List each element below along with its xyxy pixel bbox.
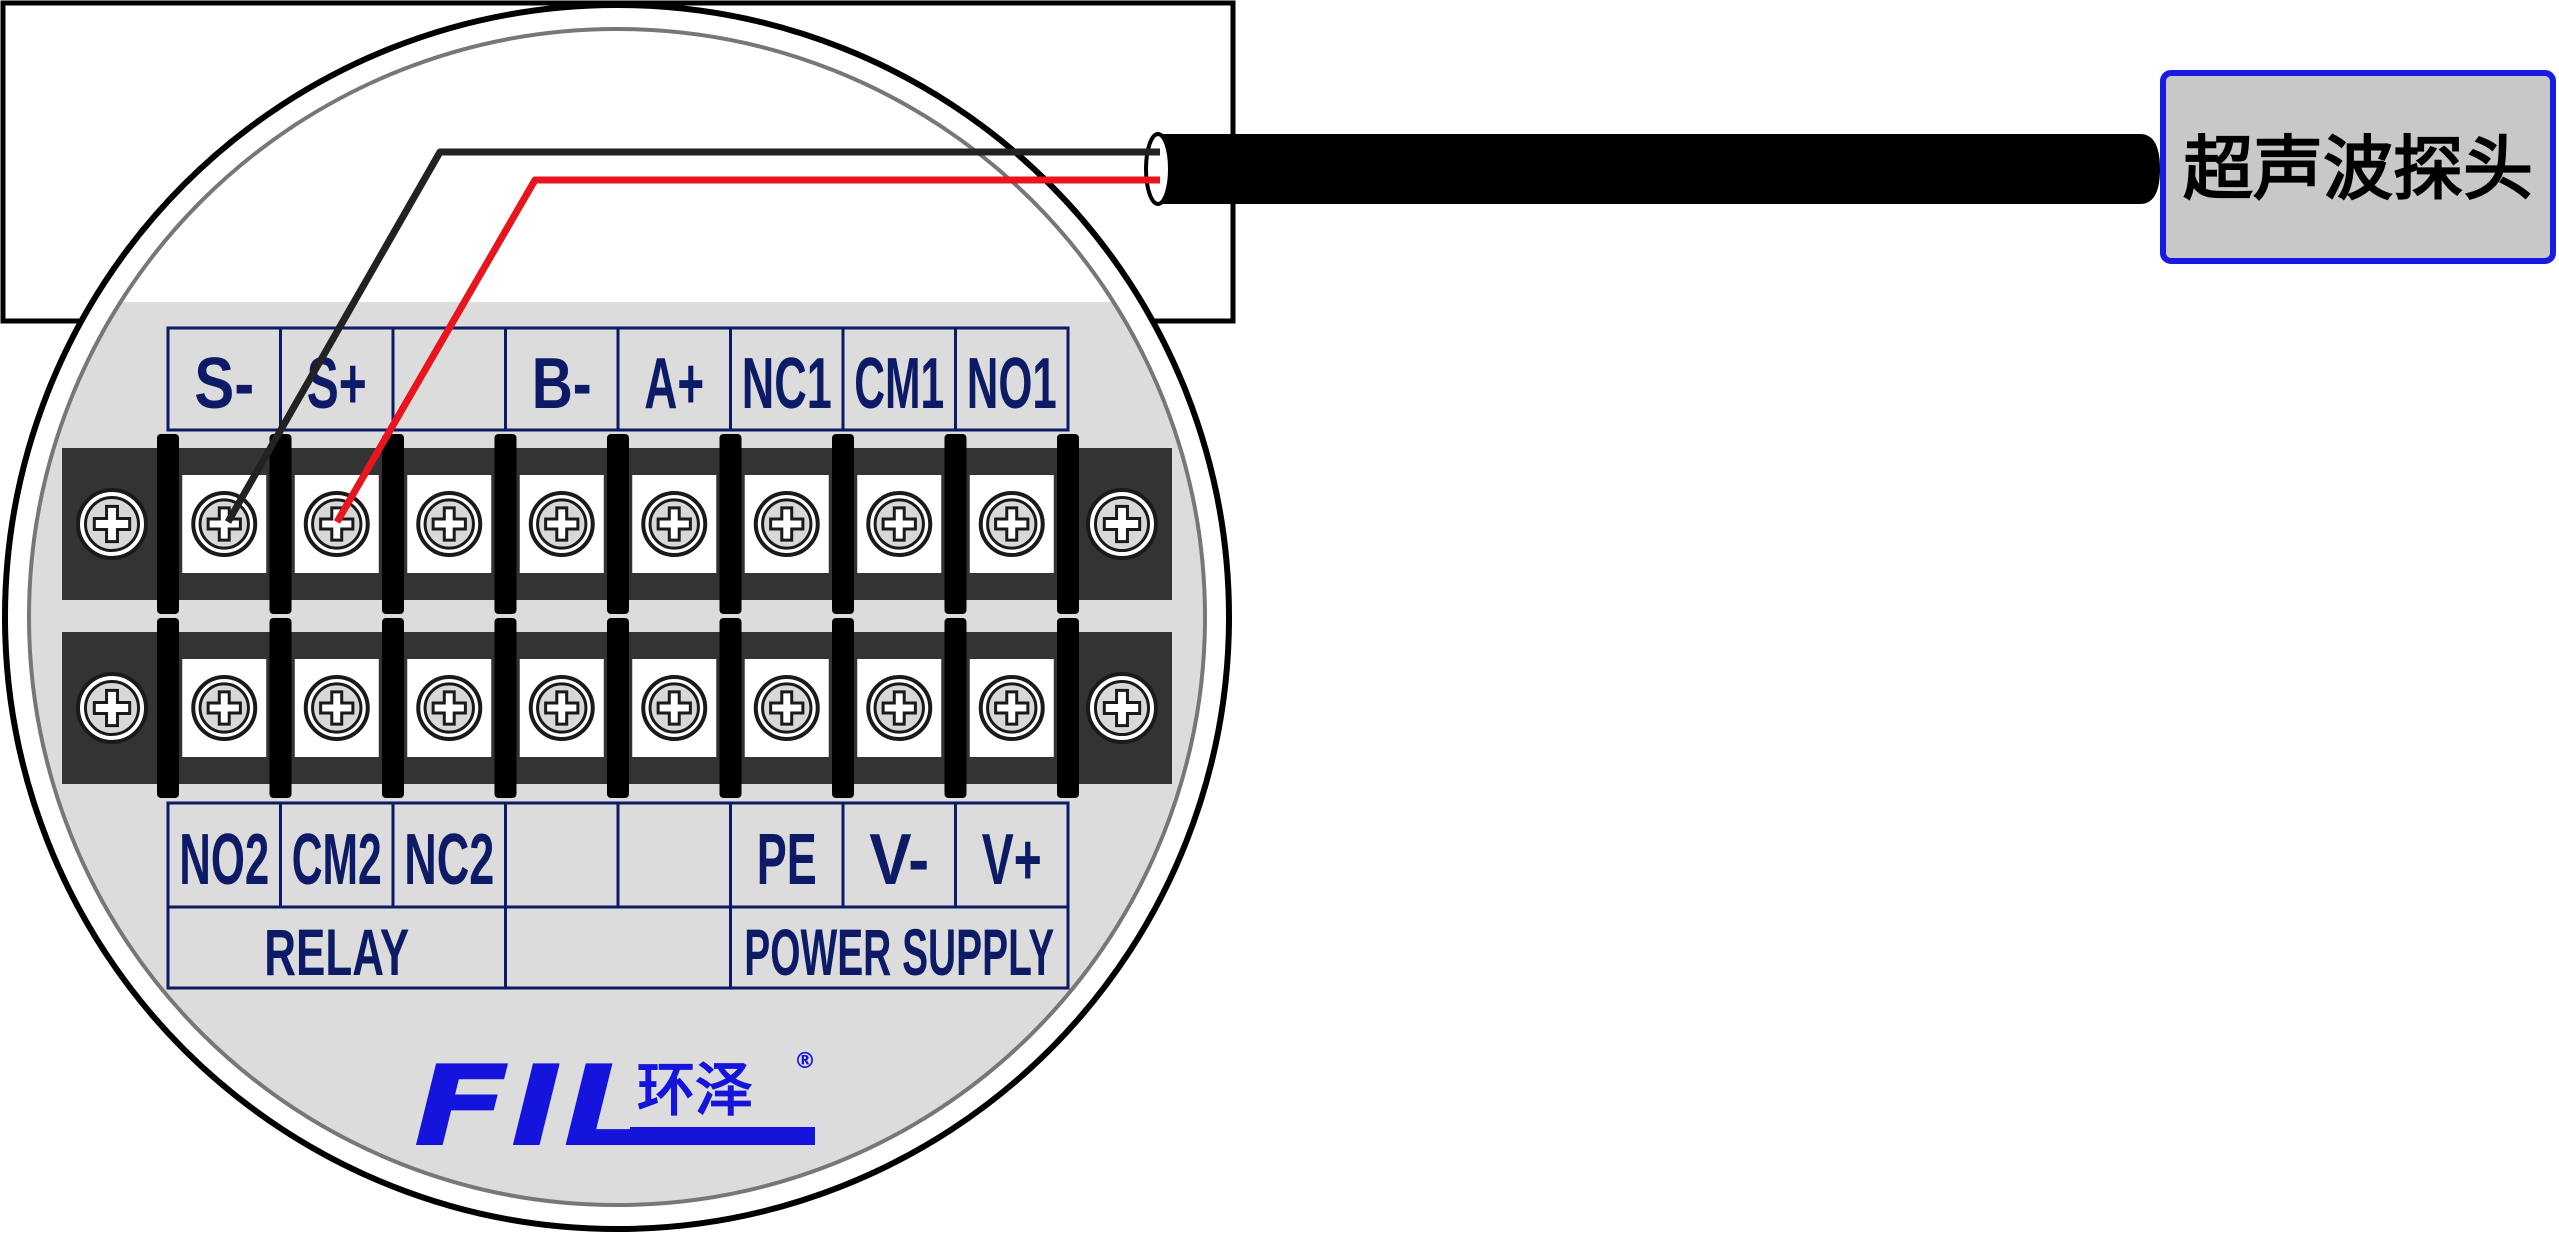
- bottom-terminal-label: V-: [869, 820, 929, 900]
- terminal-separator: [494, 618, 517, 798]
- bottom-terminal-label: V+: [982, 820, 1042, 900]
- terminal-screw-icon: [416, 675, 483, 741]
- terminal-separator: [719, 618, 742, 798]
- terminal-screw-icon: [978, 675, 1045, 741]
- terminal-separator: [944, 434, 967, 614]
- top-terminal-label: B-: [532, 344, 592, 424]
- bottom-terminal-label: NO2: [179, 820, 269, 900]
- logo-registered-mark: ®: [794, 1049, 816, 1074]
- mount-screw-icon: [76, 488, 148, 560]
- logo-letters: FIL: [413, 1042, 653, 1172]
- terminal-screw-icon: [303, 675, 370, 741]
- housing-inner-circle: [27, 27, 1207, 1207]
- terminal-screw-icon: [641, 491, 708, 557]
- probe-cable: [1158, 134, 2160, 204]
- mount-screw-icon: [76, 672, 148, 744]
- terminal-separator: [382, 434, 404, 614]
- top-label-grid: [166, 326, 1070, 432]
- top-terminal-label: NO1: [967, 344, 1057, 424]
- top-terminal-label: A+: [644, 344, 704, 424]
- bottom-terminal-label: PE: [757, 820, 817, 900]
- terminal-separator: [494, 434, 517, 614]
- terminal-screw-icon: [528, 491, 595, 557]
- terminal-screw-icon: [303, 491, 370, 557]
- bottom-terminal-label: CM2: [292, 820, 382, 900]
- terminal-separator: [832, 434, 854, 614]
- bottom-terminal-label: NC2: [404, 820, 494, 900]
- terminal-separator: [157, 618, 179, 798]
- terminal-screw-icon: [416, 491, 483, 557]
- terminal-screw-icon: [866, 491, 933, 557]
- terminal-screw-icon: [528, 675, 595, 741]
- terminal-separator: [382, 618, 404, 798]
- cable-end: [1144, 132, 1172, 206]
- terminal-screw-icon: [753, 491, 820, 557]
- terminal-screw-icon: [641, 675, 708, 741]
- black-wire: [224, 148, 1160, 524]
- logo-underline: [630, 1127, 815, 1145]
- terminal-separator: [607, 434, 629, 614]
- terminal-screw-icon: [753, 675, 820, 741]
- terminal-screw-icon: [191, 675, 258, 741]
- fil-logo: FIL 环泽 ®: [413, 1042, 816, 1172]
- terminal-separator: [269, 618, 292, 798]
- power-supply-group-label: POWER SUPPLY: [744, 915, 1054, 989]
- terminal-screw-icon: [866, 675, 933, 741]
- terminal-separator: [607, 618, 629, 798]
- red-wire: [333, 176, 1160, 524]
- relay-group-label: RELAY: [264, 915, 409, 989]
- terminal-separator: [157, 434, 179, 614]
- terminal-separator: [832, 618, 854, 798]
- terminal-screw-icon: [978, 491, 1045, 557]
- terminal-screw-icon: [191, 491, 258, 557]
- mount-screw-icon: [1086, 488, 1158, 560]
- mount-screw-icon: [1086, 672, 1158, 744]
- terminal-separator: [1057, 434, 1079, 614]
- top-terminal-label: NC1: [742, 344, 832, 424]
- top-terminal-label: S-: [194, 344, 254, 424]
- top-terminal-label: CM1: [854, 344, 944, 424]
- terminal-separator: [269, 434, 292, 614]
- ultrasonic-probe-box: [2160, 70, 2556, 264]
- terminal-blocks: [62, 434, 1172, 798]
- terminal-separator: [944, 618, 967, 798]
- top-terminal-label: S+: [307, 344, 367, 424]
- terminal-separator: [1057, 618, 1079, 798]
- terminal-separator: [719, 434, 742, 614]
- logo-chinese: 环泽: [637, 1056, 753, 1124]
- bottom-label-grid: [166, 801, 1070, 990]
- probe-label: 超声波探头: [2183, 128, 2533, 210]
